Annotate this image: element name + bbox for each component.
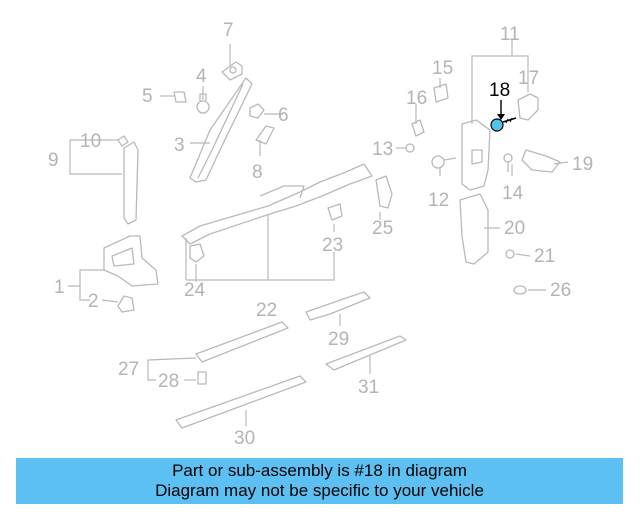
callout-19: 19 [572, 154, 593, 175]
part-11-pillar-upper [461, 119, 491, 191]
part-24-clip [189, 243, 205, 263]
part-9-strip [117, 135, 139, 225]
part-1-kick-panel [103, 235, 159, 287]
part-23-clip [327, 203, 343, 221]
callout-30: 30 [234, 428, 255, 449]
leader-lines [68, 40, 569, 426]
callout-18-highlighted: 18 [489, 80, 510, 101]
callout-5: 5 [142, 86, 153, 107]
callout-8: 8 [252, 162, 263, 183]
callout-2: 2 [88, 291, 99, 312]
part-27-sill-strip [195, 321, 289, 363]
callout-4: 4 [196, 66, 207, 87]
info-banner: Part or sub-assembly is #18 in diagram D… [16, 458, 623, 504]
part-5-clip [173, 91, 187, 103]
part-7-clip [221, 61, 243, 81]
callout-6: 6 [278, 105, 289, 126]
parts-diagram: 7 4 5 6 3 8 10 9 1 2 24 22 23 25 11 15 1… [48, 20, 593, 449]
callout-11: 11 [500, 24, 520, 45]
part-26-clip [513, 285, 527, 295]
part-29-scuff-plate [305, 291, 371, 321]
part-21-screw [505, 249, 515, 259]
callout-26: 26 [550, 280, 571, 301]
banner-line-1: Part or sub-assembly is #18 in diagram [172, 461, 467, 480]
callout-22: 22 [256, 300, 277, 321]
part-16-clip [411, 119, 425, 137]
callout-24: 24 [184, 280, 206, 301]
part-6-clip [249, 103, 265, 119]
callout-16: 16 [406, 88, 427, 109]
part-18-screw-highlighted [490, 117, 517, 132]
part-8-trim [255, 125, 275, 145]
callout-12: 12 [428, 190, 449, 211]
part-28-clip [197, 371, 207, 385]
callout-7: 7 [223, 20, 234, 41]
part-17-trim [517, 93, 539, 121]
part-20-pillar-lower [459, 193, 489, 265]
part-22-rail [181, 163, 373, 245]
callout-28: 28 [158, 371, 179, 392]
part-13-clip [405, 143, 415, 153]
part-25-trim [375, 175, 393, 209]
callout-23: 23 [322, 235, 343, 256]
callout-3: 3 [174, 135, 185, 156]
part-30-sill-plate [175, 375, 307, 429]
part-31-scuff-plate [325, 335, 407, 371]
part-2-clip [117, 295, 135, 313]
callout-15: 15 [432, 58, 453, 79]
callout-27: 27 [118, 359, 139, 380]
callout-13: 13 [372, 139, 393, 160]
part-14-screw [503, 153, 513, 172]
callout-10: 10 [80, 131, 101, 152]
banner-line-2: Diagram may not be specific to your vehi… [155, 481, 484, 500]
callout-14: 14 [502, 183, 524, 204]
callout-31: 31 [358, 377, 379, 398]
callout-1: 1 [54, 277, 65, 298]
callout-29: 29 [328, 329, 349, 350]
part-15-clip [433, 83, 449, 103]
callout-21: 21 [534, 246, 555, 267]
callout-9: 9 [48, 150, 59, 171]
part-3-pillar-trim [189, 77, 253, 183]
callout-17: 17 [518, 68, 539, 89]
part-12-bolt [431, 155, 457, 169]
part-19-handle [521, 149, 561, 173]
callout-20: 20 [504, 218, 525, 239]
callout-25: 25 [372, 218, 393, 239]
